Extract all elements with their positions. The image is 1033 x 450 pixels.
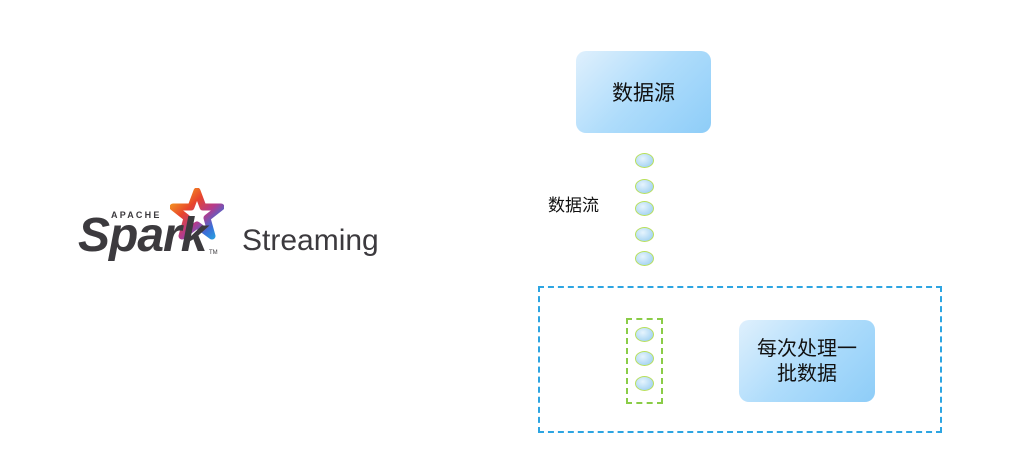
batch-record-dot [635, 376, 654, 391]
stream-record-dot [635, 179, 654, 194]
spark-wordmark: Spark [78, 209, 207, 262]
spark-streaming-logo: APACHE Spark TM Streaming [78, 188, 418, 270]
data-stream-label: 数据流 [548, 196, 599, 216]
streaming-title: Streaming [242, 224, 379, 257]
batch-group [626, 318, 663, 404]
stream-record-dot [635, 201, 654, 216]
trademark-mark: TM [209, 250, 218, 256]
stream-record-dot [635, 251, 654, 266]
process-batch-box: 每次处理一 批数据 [739, 320, 875, 402]
stream-record-dot [635, 227, 654, 242]
process-label-line1: 每次处理一 [757, 336, 857, 360]
batch-record-dot [635, 327, 654, 342]
stream-record-dot [635, 153, 654, 168]
spark-star-icon [170, 188, 224, 240]
batch-processing-frame [538, 286, 942, 433]
data-source-box: 数据源 [576, 51, 711, 133]
apache-wordmark: APACHE [111, 210, 162, 220]
data-source-label: 数据源 [612, 81, 675, 105]
process-label-line2: 批数据 [777, 361, 837, 385]
batch-record-dot [635, 351, 654, 366]
